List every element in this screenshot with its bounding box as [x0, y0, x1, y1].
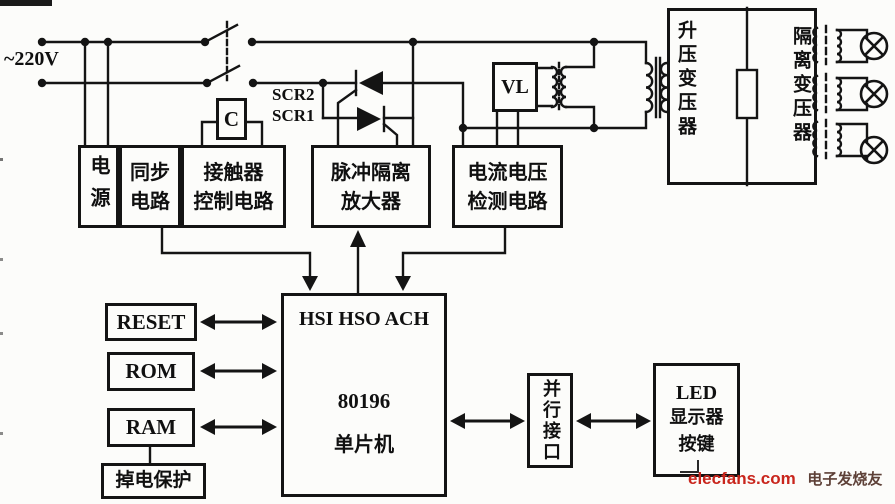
contactor-switch-top [203, 23, 239, 44]
lamp-cross [863, 139, 885, 161]
rom-arrow-right [262, 363, 277, 379]
contactor-switch-bottom [205, 64, 241, 85]
reset-box: RESET [105, 303, 197, 341]
stepup-core [654, 56, 662, 119]
watermark: elecfans.com 电子发烧友 [688, 468, 882, 489]
ram-box: RAM [107, 408, 195, 447]
resistor [735, 68, 759, 120]
scan-corner-mark [680, 460, 699, 473]
mcu-ports-label: HSI HSO ACH [298, 308, 430, 330]
junction-dots [37, 37, 599, 133]
contactor-control-line1: 接触器 [203, 159, 264, 184]
mcu-parallel-arrow-right [510, 413, 525, 429]
vl-to-detection-wires [495, 110, 520, 147]
arrowhead-into-mcu-left [302, 276, 318, 291]
parallel-led-arrow-left [576, 413, 591, 429]
pulse-amplifier-box: 脉冲隔离 放大器 [311, 145, 431, 228]
vl-lead-top [564, 40, 596, 69]
vl-coil-right [559, 65, 568, 109]
reset-arrow-right [262, 314, 277, 330]
vl-lead-bottom [564, 105, 596, 130]
mcu-box: HSI HSO ACH 80196 单片机 [281, 293, 447, 497]
power-fail-protection-box: 掉电保护 [101, 463, 206, 499]
scan-speck [0, 158, 3, 161]
rom-arrow-left [200, 363, 215, 379]
sync-circuit-box: 同步 电路 [119, 145, 181, 228]
contactor-coil-box: C [216, 98, 247, 140]
detection-circuit-line2: 检测电路 [467, 188, 548, 213]
scr1-thyristor-icon [357, 107, 381, 131]
detection-circuit-line1: 电流电压 [467, 159, 548, 184]
arrowhead-to-amplifier [350, 230, 366, 247]
power-supply-box: 电源 [78, 145, 119, 228]
rom-label: ROM [125, 359, 177, 383]
scr2-thyristor-icon [359, 71, 383, 95]
ram-arrow-left [200, 419, 215, 435]
contactor-control-box: 接触器 控制电路 [181, 145, 286, 228]
isolation-secondary-coil-3 [835, 122, 843, 158]
vl-box: VL [492, 62, 538, 112]
mcu-model-label: 80196 [337, 389, 391, 413]
scan-speck [0, 332, 3, 335]
reset-label: RESET [116, 309, 186, 334]
reset-arrow-left [200, 314, 215, 330]
isolation-secondary-coil-2 [835, 76, 843, 112]
isolation-transformer-label: 隔离变压器 [790, 26, 812, 146]
mains-line-top-right [250, 40, 648, 65]
led-panel-line3: 按键 [678, 433, 715, 455]
watermark-brand-cn: 电子发烧友 [807, 470, 883, 488]
rom-box: ROM [107, 352, 195, 391]
wire-to-transformer-bottom [461, 110, 648, 130]
scr1-label: SCR1 [272, 106, 315, 125]
wire-scr-out [381, 81, 465, 130]
sync-circuit-line2: 电路 [130, 188, 170, 213]
parallel-interface-label: 并行接口 [540, 378, 562, 463]
watermark-brand: elecfans.com [688, 469, 796, 488]
scr1-gate-wire [382, 122, 399, 147]
ram-label: RAM [125, 415, 177, 439]
scan-smudge [0, 0, 52, 6]
stepup-primary-coil [644, 61, 654, 114]
scan-speck [0, 258, 3, 261]
parallel-interface-box: 并行接口 [527, 373, 573, 468]
lamp-icon [859, 135, 889, 165]
vl-primary-leads [536, 66, 554, 108]
led-panel-box: LED 显示器 按键 [653, 363, 740, 477]
sync-circuit-line1: 同步 [130, 159, 170, 184]
lamp-cross [863, 83, 885, 105]
pulse-amplifier-line1: 脉冲隔离 [331, 159, 411, 184]
vl-label: VL [501, 75, 529, 98]
led-panel-line1: LED [675, 382, 718, 405]
contactor-control-line2: 控制电路 [193, 188, 274, 213]
lamp-icon [859, 31, 889, 61]
sync-to-mcu-path [160, 226, 312, 282]
isolation-secondary-coil-1 [835, 28, 843, 64]
scan-speck [0, 432, 3, 435]
scr2-label: SCR2 [272, 85, 315, 104]
mains-voltage-label: ~220V [4, 48, 59, 70]
hv-output-box [667, 8, 817, 185]
vl-coil-left [550, 65, 559, 109]
arrowhead-into-mcu-right [395, 276, 411, 291]
contactor-coil-label: C [223, 106, 240, 131]
led-panel-line2: 显示器 [669, 407, 724, 429]
mcu-parallel-arrow-left [450, 413, 465, 429]
detection-circuit-box: 电流电压 检测电路 [452, 145, 563, 228]
contactor-coil-bracket [200, 120, 264, 147]
stepup-transformer-label: 升压变压器 [675, 20, 697, 140]
pulse-amplifier-line2: 放大器 [341, 188, 401, 213]
ram-arrow-right [262, 419, 277, 435]
parallel-led-arrow-right [636, 413, 651, 429]
power-supply-label: 电源 [87, 154, 111, 219]
scr2-gate-wire [336, 88, 358, 147]
power-fail-protection-label: 掉电保护 [115, 469, 192, 492]
detection-to-mcu-path [401, 226, 507, 282]
lamp-cross [863, 35, 885, 57]
lamp-icon [859, 79, 889, 109]
mcu-name-label: 单片机 [334, 432, 394, 456]
